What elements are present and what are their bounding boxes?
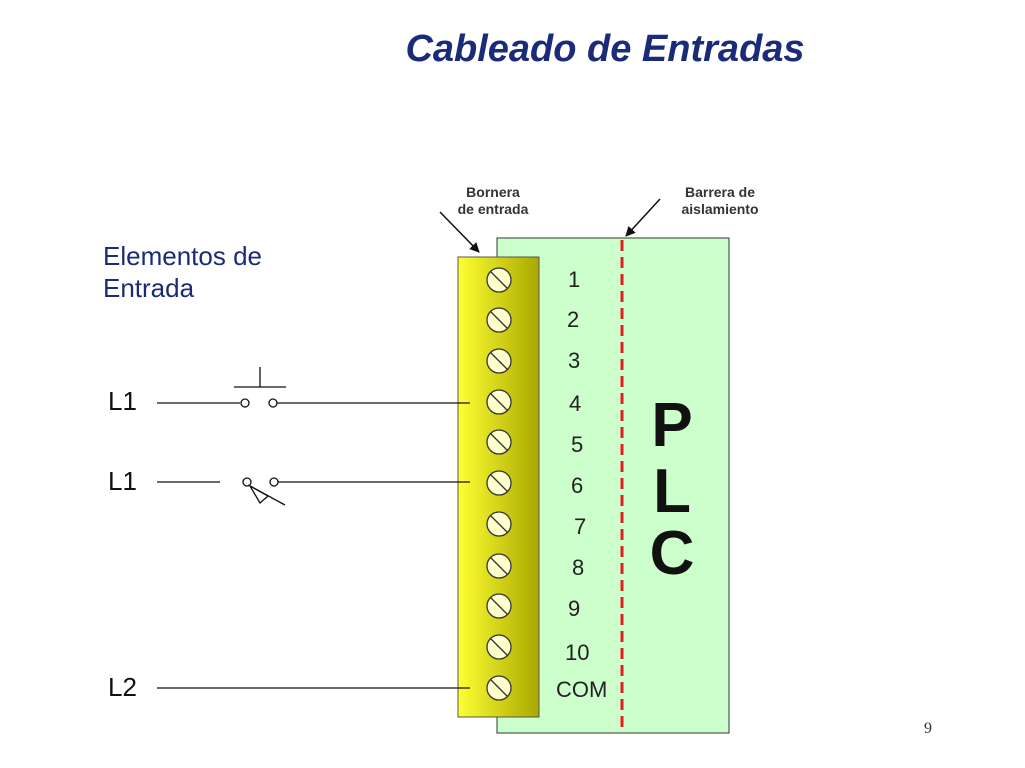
terminal-block-callout: Bornera de entrada: [443, 184, 543, 218]
terminal-number: 2: [567, 307, 580, 332]
screw-slot-11: [490, 679, 508, 697]
screw-slot-10: [490, 638, 508, 656]
screw-slot-3: [490, 352, 508, 370]
plc-letter-p: P: [651, 391, 693, 460]
screw-slot-1: [490, 271, 508, 289]
terminal-number: 3: [568, 348, 581, 373]
limit-switch-contact-left: [242, 477, 252, 487]
limit-switch-actuator: [248, 484, 270, 505]
pushbutton-contact-left: [240, 398, 250, 408]
terminal-number: 1: [568, 267, 581, 292]
isolation-barrier-callout: Barrera de aislamiento: [660, 184, 780, 218]
slide-title: Cableado de Entradas: [405, 28, 805, 70]
terminal-number: 9: [568, 596, 581, 621]
terminal-block-arrow: [439, 211, 480, 253]
screw-slot-5: [490, 433, 508, 451]
line-label-l1-bottom: L1: [108, 466, 137, 496]
screw-terminals: [486, 267, 512, 701]
line-label-l2: L2: [108, 672, 137, 702]
terminal-number: 8: [572, 555, 585, 580]
screw-slot-6: [490, 474, 508, 492]
screw-slot-8: [490, 557, 508, 575]
plc-letter-c: C: [649, 519, 695, 588]
input-elements-heading: Elementos de Entrada: [103, 240, 262, 304]
plc-letter-l: L: [653, 457, 691, 526]
terminal-number-com: COM: [556, 677, 608, 702]
isolation-barrier-callout-line2: aislamiento: [681, 201, 759, 217]
limit-switch-contact-right: [269, 477, 279, 487]
screw-slot-9: [490, 597, 508, 615]
terminal-block-callout-line1: Bornera: [466, 184, 520, 200]
pushbutton-contact-right: [268, 398, 278, 408]
input-elements-heading-line2: Entrada: [103, 273, 195, 303]
barrier-arrow: [625, 198, 661, 237]
terminal-number: 7: [574, 514, 587, 539]
page-number: 9: [924, 720, 932, 737]
terminal-number: 4: [569, 391, 582, 416]
terminal-block-callout-line2: de entrada: [457, 201, 529, 217]
screw-slot-2: [490, 311, 508, 329]
input-elements-heading-line1: Elementos de: [103, 241, 262, 271]
screw-slot-7: [490, 515, 508, 533]
isolation-barrier-callout-line1: Barrera de: [684, 184, 756, 200]
terminal-number: 10: [565, 640, 590, 665]
line-label-l1-top: L1: [108, 386, 137, 416]
screw-slot-4: [490, 393, 508, 411]
terminal-number: 5: [571, 432, 584, 457]
terminal-number: 6: [571, 473, 584, 498]
